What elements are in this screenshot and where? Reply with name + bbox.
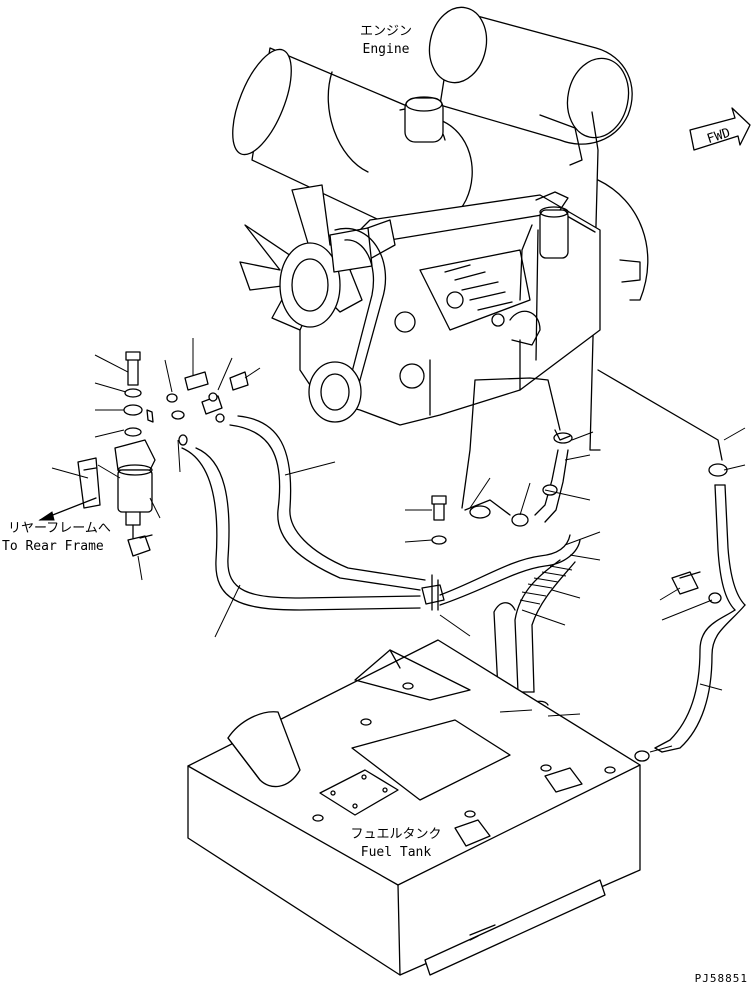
fuel-tank xyxy=(187,639,641,976)
part-leader-lines xyxy=(51,338,746,753)
engine xyxy=(232,6,649,451)
drawing-number: PJ58851 xyxy=(695,972,748,985)
rear-frame-label-en: To Rear Frame xyxy=(2,539,104,554)
engine-label-en: Engine xyxy=(363,42,410,57)
rear-frame-arrowhead xyxy=(38,511,55,521)
rear-frame-label-jp: リヤーフレームへ xyxy=(8,521,111,536)
muffler xyxy=(428,6,633,451)
fan xyxy=(239,184,425,423)
fwd-arrow: FWD xyxy=(689,107,751,151)
fwd-label: FWD xyxy=(705,126,732,148)
fuel-tank-label-en: Fuel Tank xyxy=(361,845,432,860)
air-cleaner xyxy=(232,47,473,232)
engine-label-jp: エンジン xyxy=(360,24,412,39)
water-separator-assembly xyxy=(77,351,249,557)
fuel-tank-label-jp: フュエルタンク xyxy=(350,827,441,842)
